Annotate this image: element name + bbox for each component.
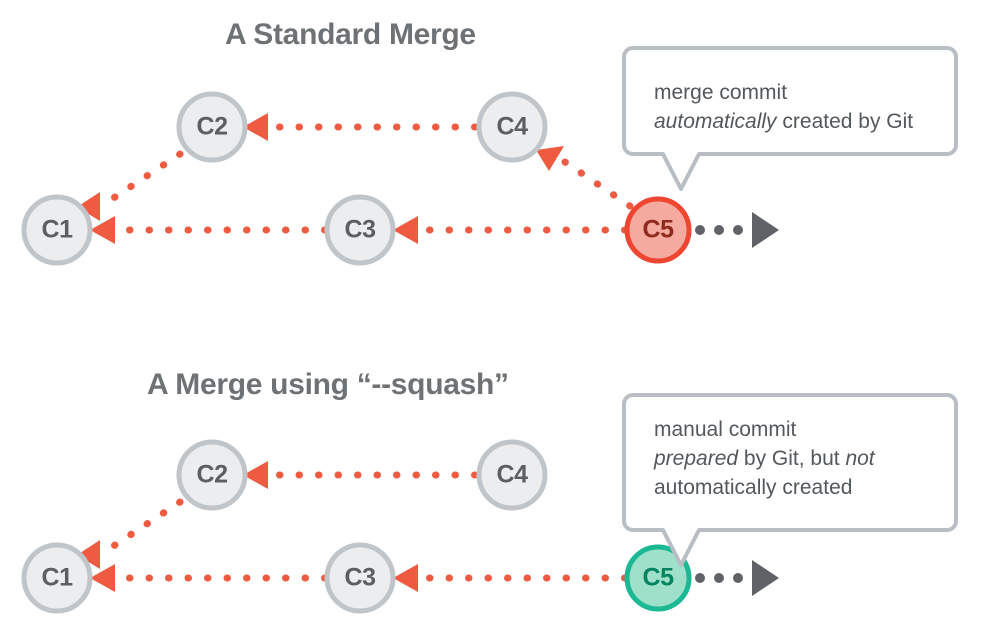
callout-line-2: prepared by Git, but not: [654, 444, 875, 473]
head-marker-bottom: [695, 560, 779, 596]
callout-body-standard-merge: merge commit automatically created by Gi…: [654, 78, 913, 136]
callout-body-squash-merge: manual commit prepared by Git, but not a…: [654, 415, 875, 502]
commit-node-c2-top[interactable]: [176, 91, 248, 163]
callout-line-1: merge commit: [654, 81, 788, 104]
callout-line-2-mid: by Git, but: [738, 447, 846, 470]
edge-c2-to-c1-bottom: [77, 498, 184, 569]
edge-c3-to-c1-bottom: [90, 564, 329, 592]
head-marker-top: [695, 212, 779, 248]
edge-c4-to-c2-bottom: [243, 461, 479, 489]
commit-node-c3-bottom[interactable]: [324, 542, 396, 614]
callout-line-3: automatically created: [654, 476, 853, 499]
callout-line-2-rest: created by Git: [776, 110, 914, 133]
callout-line-1: manual commit: [654, 418, 797, 441]
commit-node-c3-top[interactable]: [324, 194, 396, 266]
commit-node-c5-merge-top[interactable]: [624, 196, 692, 264]
edge-c2-to-c1-top: [77, 150, 184, 221]
commit-node-c4-bottom[interactable]: [476, 439, 548, 511]
page-title-squash-merge: A Merge using “--squash”: [147, 368, 509, 401]
edge-c4-to-c2-top: [243, 113, 479, 141]
commit-node-c1-bottom[interactable]: [21, 542, 93, 614]
callout-emphasis-automatically: automatically: [654, 110, 777, 133]
callout-line-2: automatically created by Git: [654, 107, 913, 136]
callout-emphasis-not: not: [845, 447, 875, 470]
commit-node-c2-bottom[interactable]: [176, 439, 248, 511]
edge-c3-to-c1-top: [90, 216, 329, 244]
commit-node-c1-top[interactable]: [21, 194, 93, 266]
edge-c5-to-c3-bottom: [393, 564, 629, 592]
commit-node-c4-top[interactable]: [476, 91, 548, 163]
callout-squash-merge: [622, 393, 958, 567]
page-title-standard-merge: A Standard Merge: [225, 18, 476, 51]
callout-emphasis-prepared: prepared: [654, 447, 739, 470]
edge-c5-to-c3-top: [393, 216, 629, 244]
callout-standard-merge: [622, 46, 958, 191]
commit-node-c5-merge-bottom[interactable]: [624, 544, 692, 612]
edge-c5-to-c4-top: [536, 146, 634, 210]
